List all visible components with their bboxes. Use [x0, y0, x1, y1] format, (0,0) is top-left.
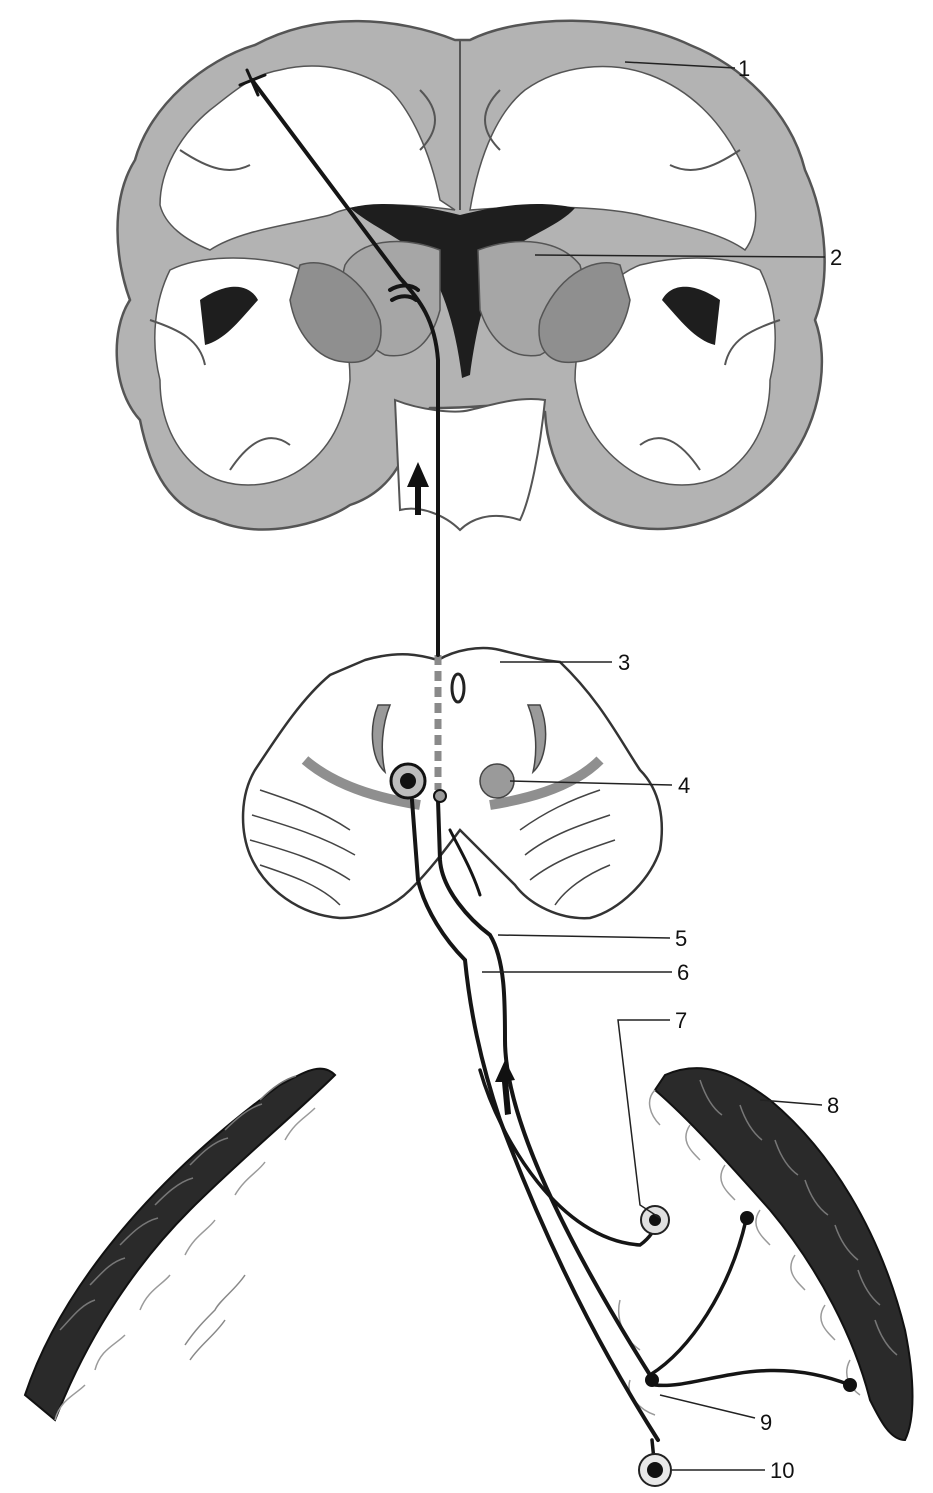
fiber-to-9-branch: [655, 1370, 850, 1385]
vestibular-nucleus: [480, 764, 514, 798]
label-7: 7: [675, 1008, 687, 1033]
macula-left: [25, 1069, 335, 1420]
macula-left-band: [25, 1069, 335, 1420]
label-6: 6: [677, 960, 689, 985]
label-3: 3: [618, 650, 630, 675]
terminal-9-left: [645, 1373, 659, 1387]
terminal-7-core: [649, 1214, 661, 1226]
label-5: 5: [675, 926, 687, 951]
label-1: 1: [738, 56, 750, 81]
terminal-8: [740, 1211, 754, 1225]
fiber-to-8: [650, 1220, 746, 1375]
label-2: 2: [830, 245, 842, 270]
brain-coronal-section: [117, 21, 825, 530]
macula-left-hair-fringe: [55, 1108, 315, 1420]
nucleus-neuron-core: [400, 773, 416, 789]
central-canal: [452, 674, 464, 702]
label-10: 10: [770, 1458, 794, 1483]
macula-left-fragment: [185, 1275, 245, 1360]
label-4: 4: [678, 773, 690, 798]
macula-right-band: [655, 1068, 913, 1440]
terminal-9-right: [843, 1378, 857, 1392]
label-9: 9: [760, 1410, 772, 1435]
medulla-synapse: [434, 790, 446, 802]
label-8: 8: [827, 1093, 839, 1118]
terminal-10-core: [647, 1462, 663, 1478]
